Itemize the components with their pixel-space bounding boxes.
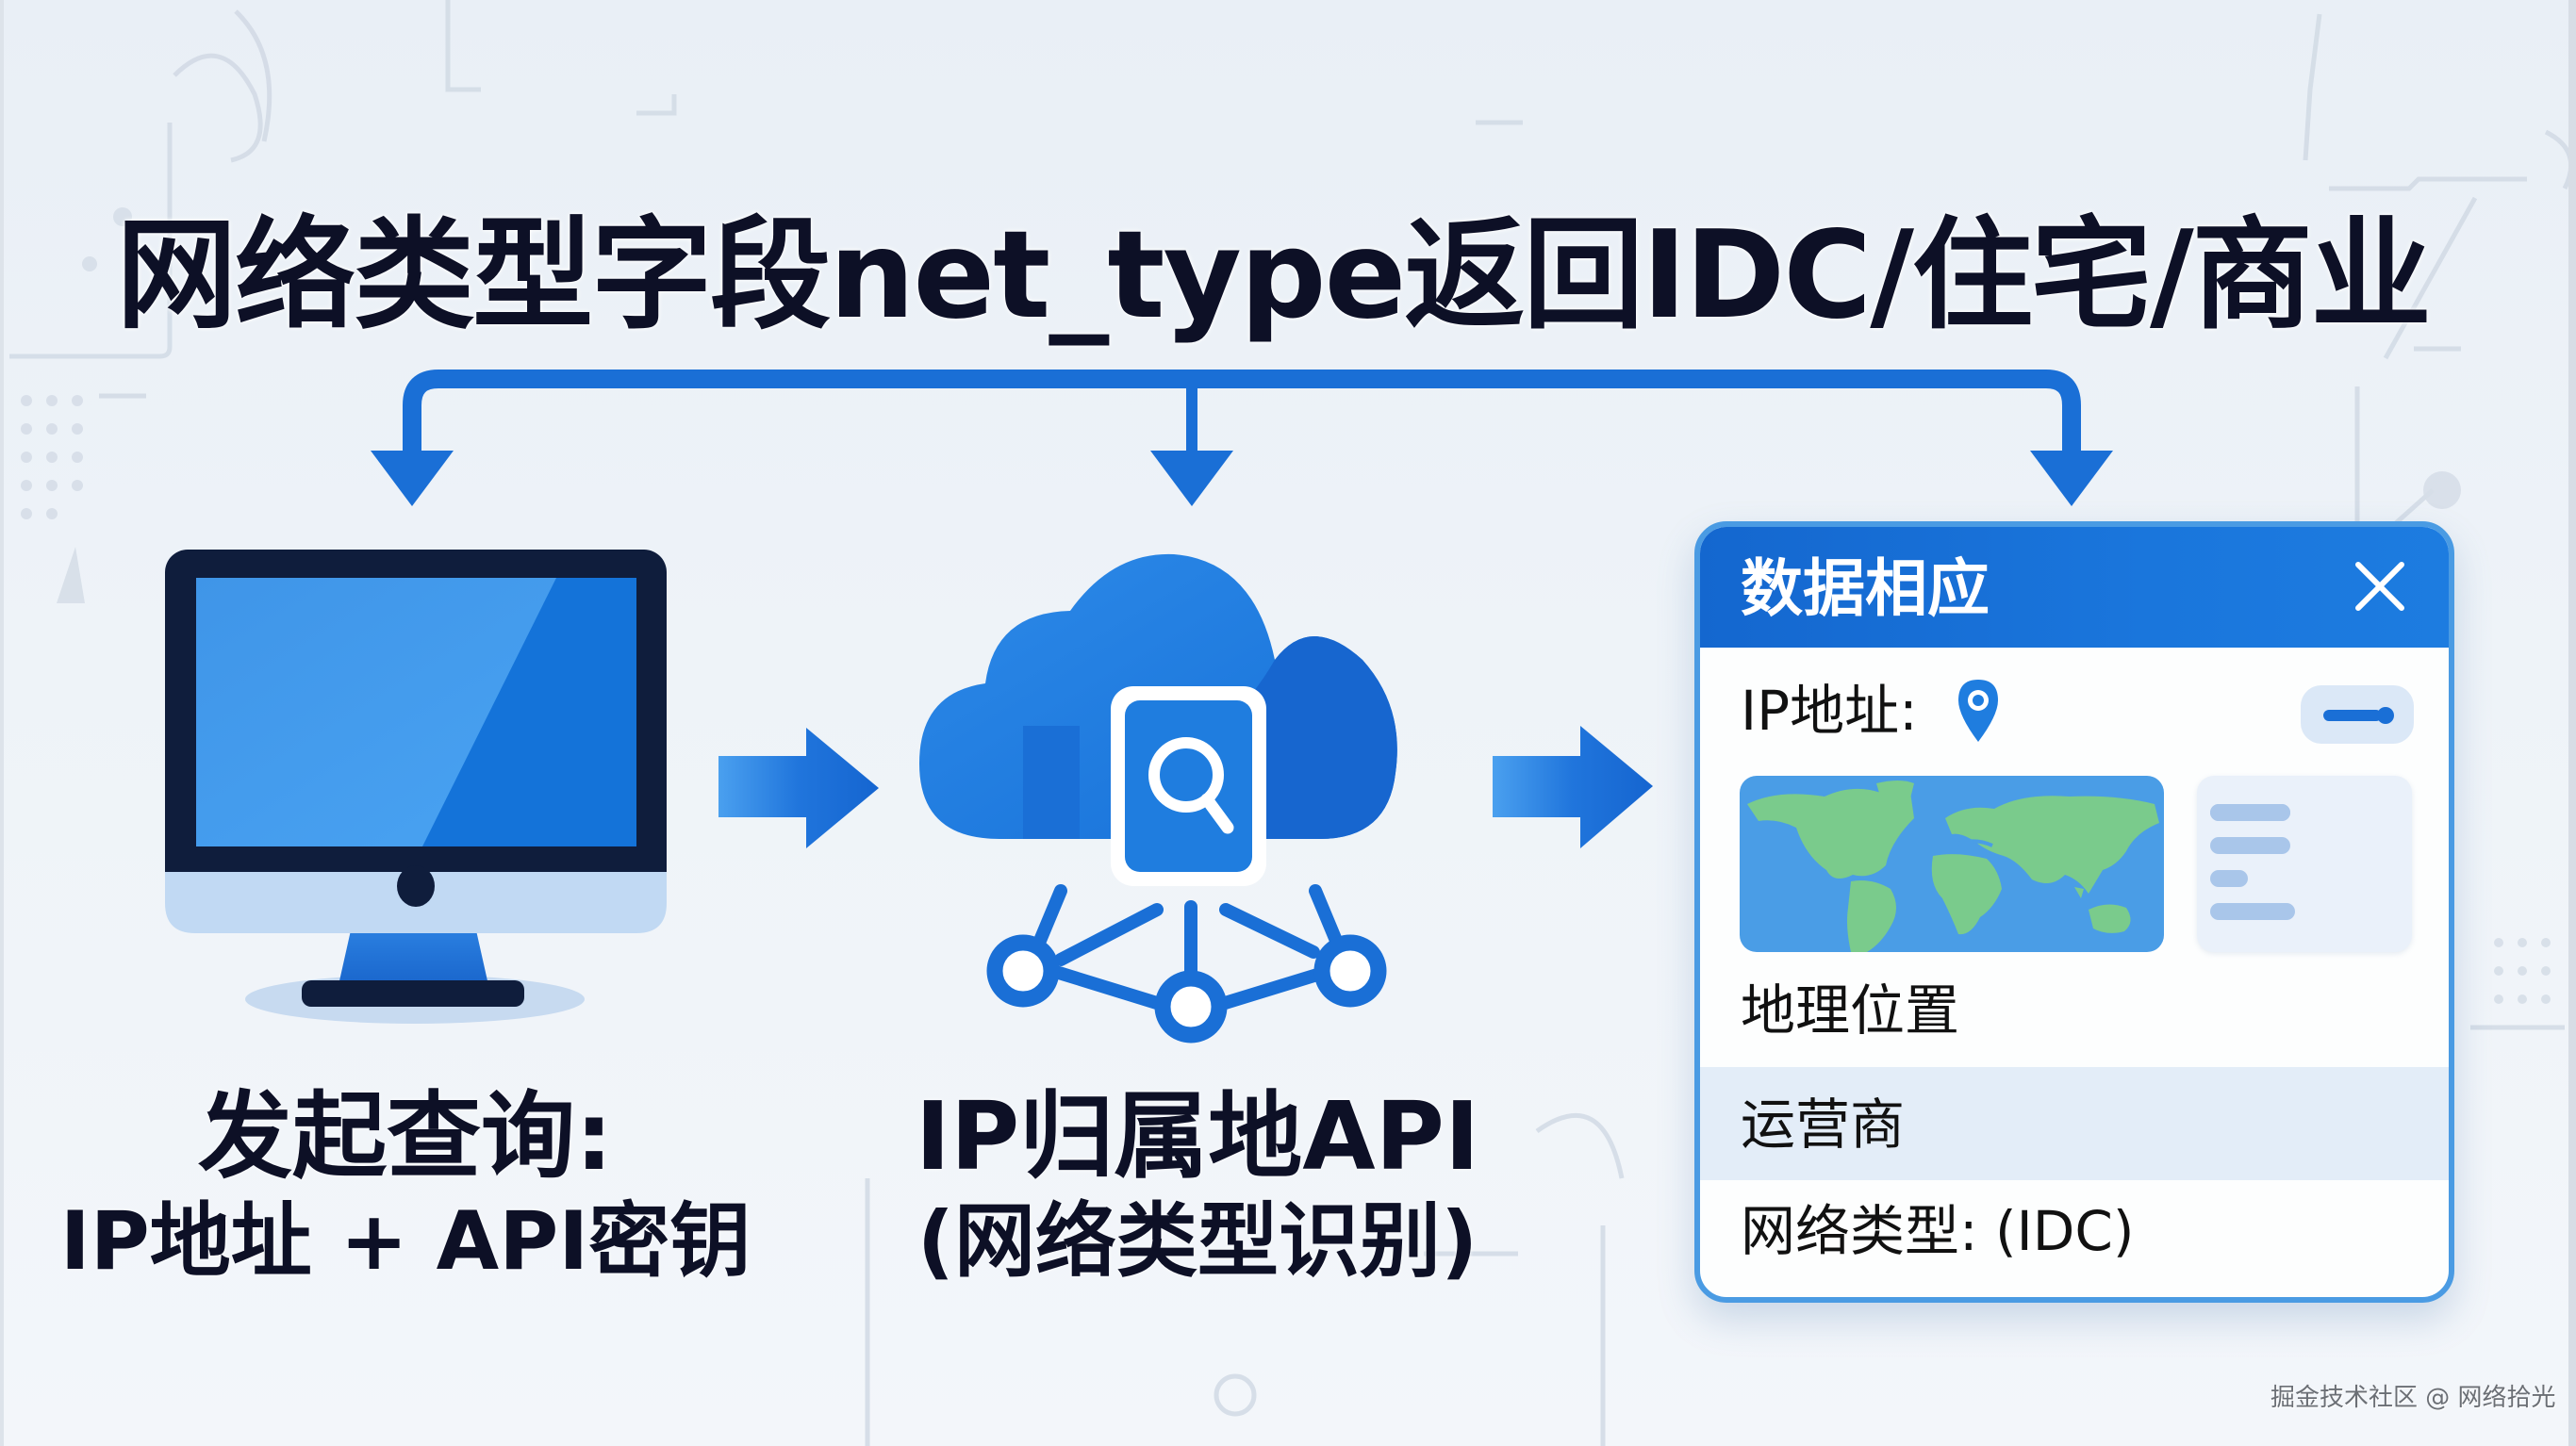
step2-subtitle: (网络类型识别) xyxy=(916,1194,1478,1289)
world-map-icon xyxy=(1740,776,2164,952)
right-edge-border xyxy=(2568,0,2576,1446)
isp-row-highlight xyxy=(1700,1067,2449,1180)
step1-title: 发起查询: xyxy=(198,1081,613,1191)
net-type-label: 网络类型: (IDC) xyxy=(1741,1199,2135,1263)
step1-subtitle: IP地址 + API密钥 xyxy=(59,1194,751,1289)
text-list-icon xyxy=(2197,776,2412,952)
ip-address-label: IP地址: xyxy=(1741,679,1918,743)
geo-location-label: 地理位置 xyxy=(1741,978,1960,1043)
isp-label: 运营商 xyxy=(1741,1093,1906,1157)
data-response-panel: 数据相应 IP地址: xyxy=(1694,521,2454,1303)
diagram-title: 网络类型字段net_type返回IDC/住宅/商业 xyxy=(116,205,2432,346)
panel-header: 数据相应 xyxy=(1700,527,2449,648)
left-edge-border xyxy=(0,0,4,1446)
toggle-switch[interactable] xyxy=(2301,685,2414,744)
close-icon[interactable] xyxy=(2349,555,2411,617)
watermark: 掘金技术社区 @ 网络拾光 xyxy=(2271,1384,2556,1412)
right-arrow-icon xyxy=(1493,726,1653,848)
step1-label: 发起查询: IP地址 + API密钥 xyxy=(57,1084,754,1293)
step2-title: IP归属地API xyxy=(915,1081,1480,1191)
list-line xyxy=(2210,804,2290,821)
right-arrow-icon xyxy=(718,728,879,848)
toggle-switch-icon xyxy=(2323,707,2394,724)
desktop-monitor-icon xyxy=(165,550,667,1024)
cloud-search-network-icon xyxy=(919,553,1397,1043)
list-line xyxy=(2210,903,2295,920)
list-line xyxy=(2210,837,2290,854)
branch-arrow-icon xyxy=(371,370,2113,506)
list-line xyxy=(2210,870,2248,887)
location-pin-icon xyxy=(1958,680,1998,742)
panel-title: 数据相应 xyxy=(1741,552,1990,625)
step2-label: IP归属地API (网络类型识别) xyxy=(849,1084,1546,1293)
